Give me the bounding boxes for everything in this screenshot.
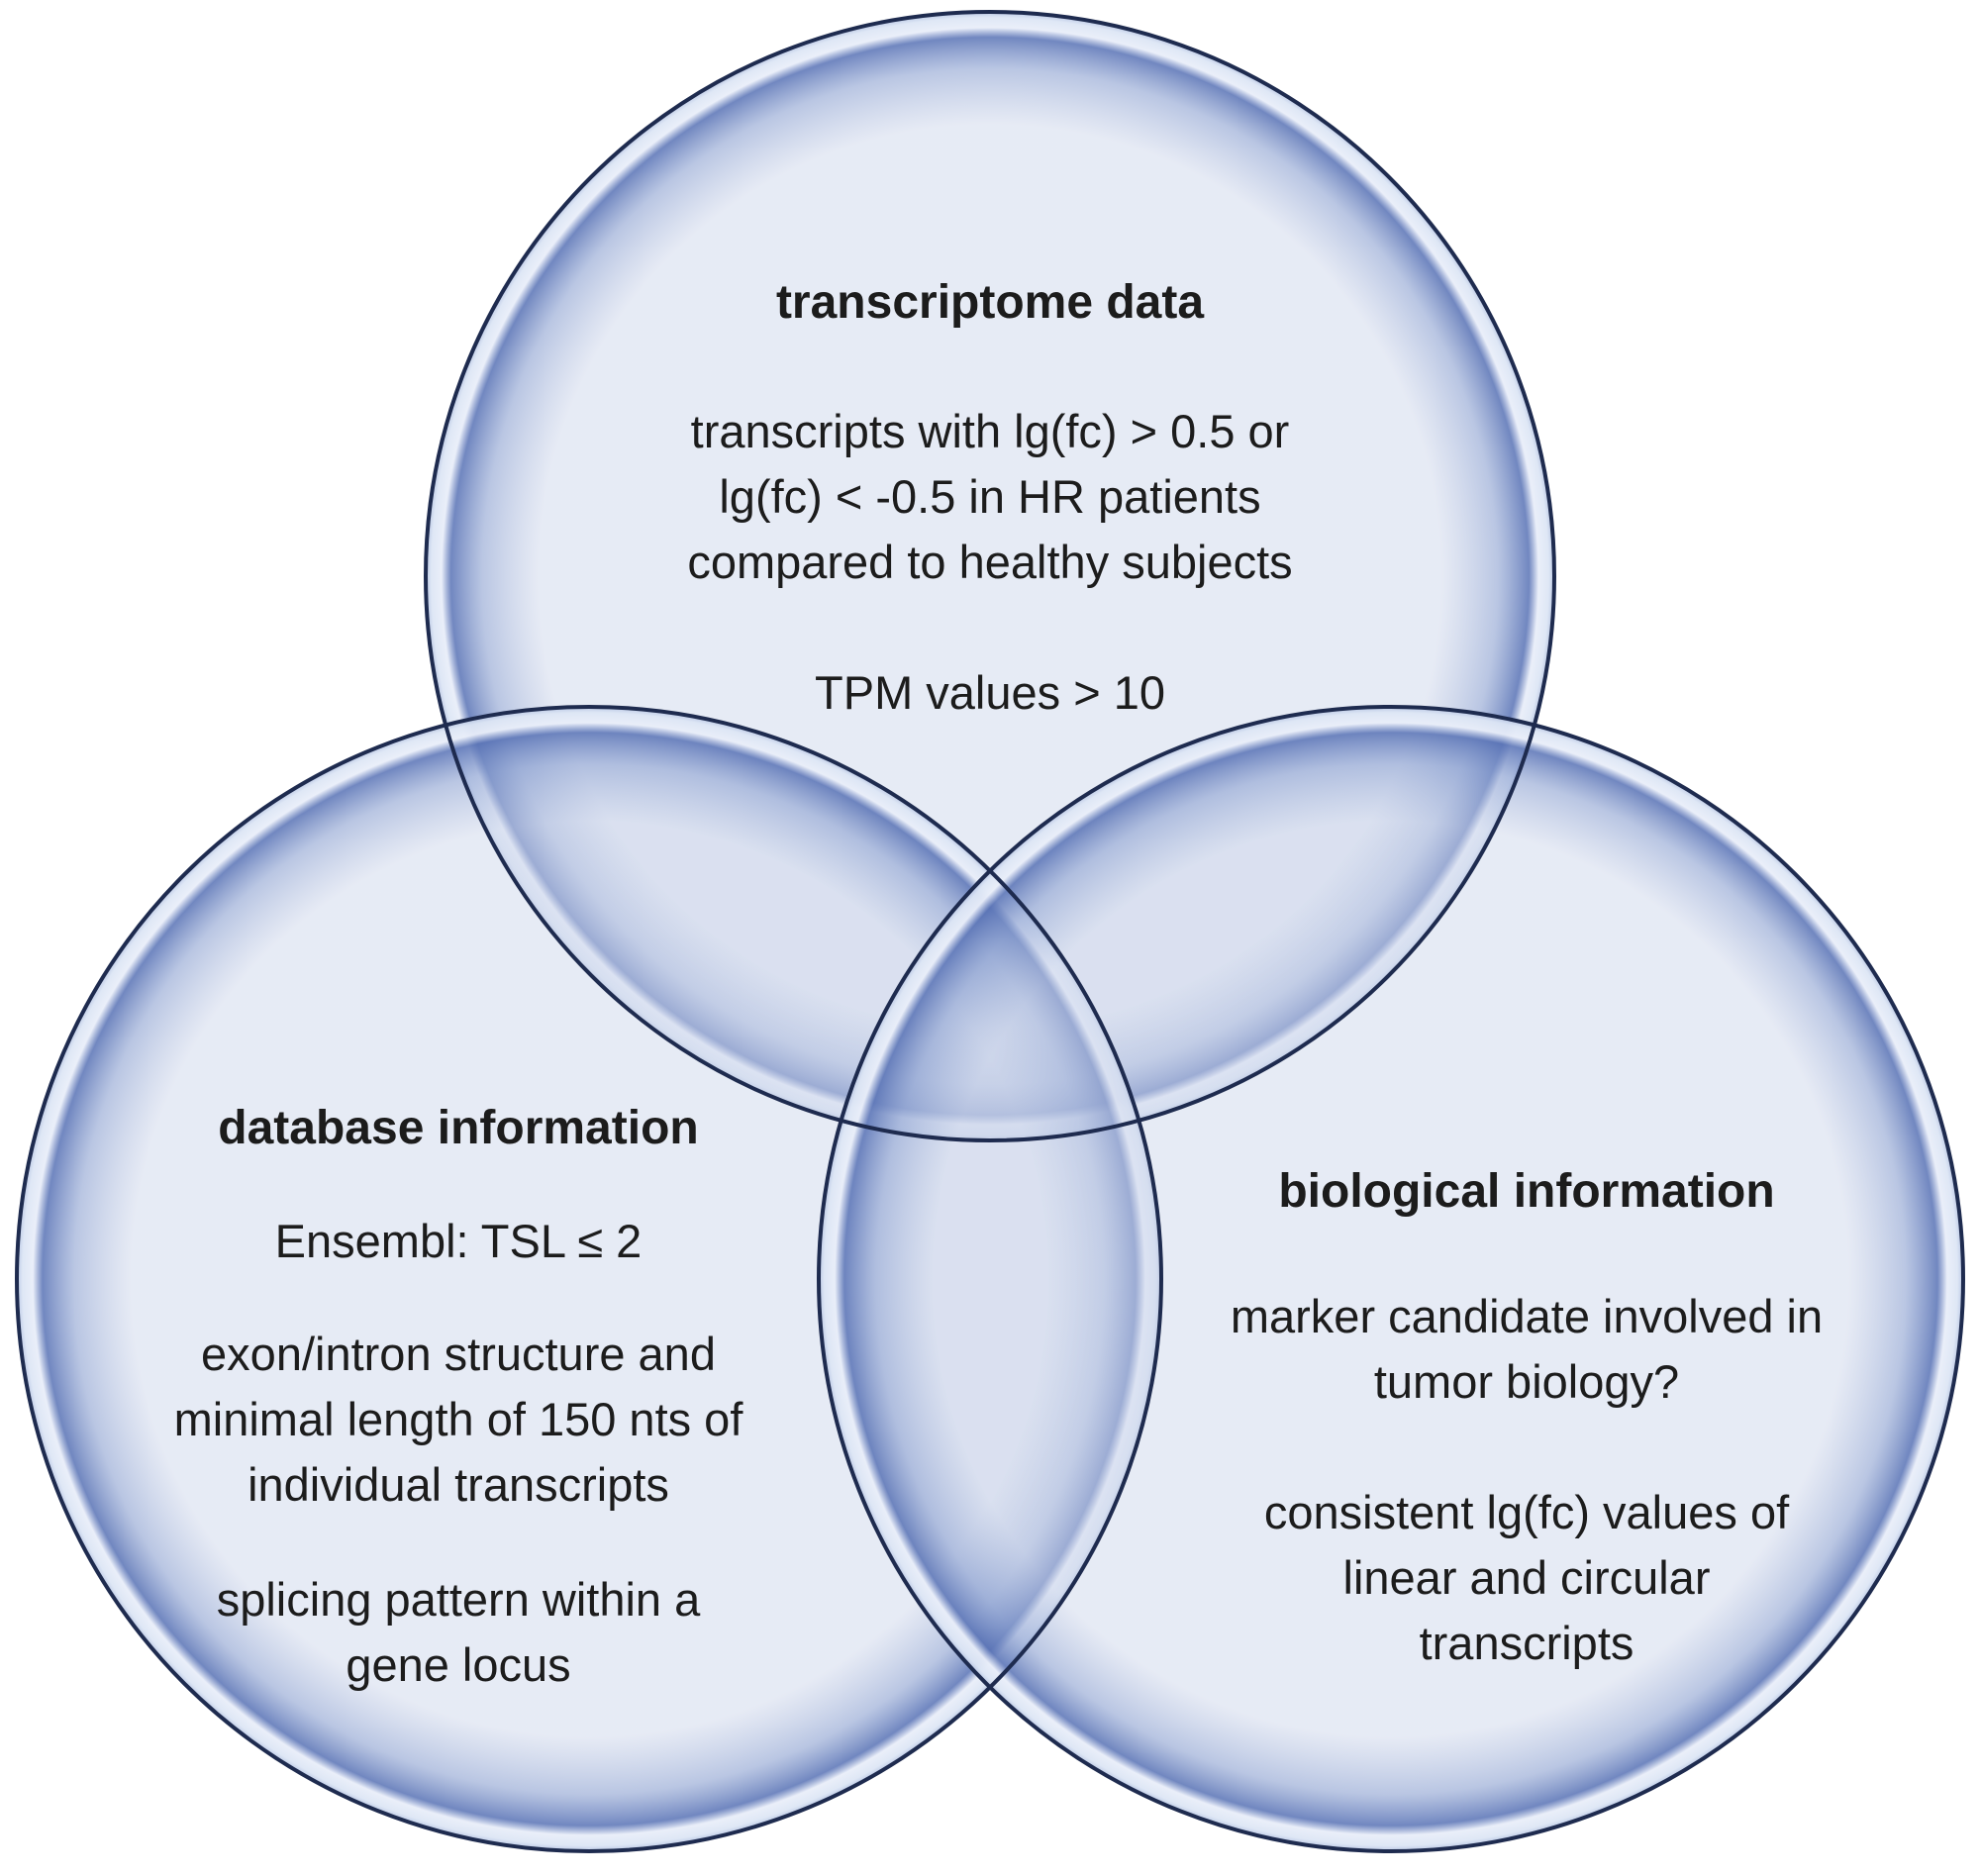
biological-title: biological information [1278,1165,1775,1218]
transcriptome-criteria-line: compared to healthy subjects [687,536,1293,588]
database-title: database information [218,1102,699,1154]
transcriptome-criteria-line: lg(fc) < -0.5 in HR patients [719,470,1261,523]
circle-database-fill [17,707,1161,1851]
database-structure-line: exon/intron structure and [201,1328,716,1380]
transcriptome-tpm-line: TPM values > 10 [815,666,1165,719]
biological-consistency-line: transcripts [1419,1617,1634,1669]
biological-marker-criterion: marker candidate involved in tumor biolo… [1231,1284,1823,1415]
database-splicing-line: splicing pattern within a [216,1573,701,1626]
database-splicing-criterion: splicing pattern within a gene locus [217,1567,701,1698]
biological-marker-line: tumor biology? [1373,1355,1680,1408]
biological-consistency-line: consistent lg(fc) values of [1263,1486,1790,1538]
database-structure-criterion: exon/intron structure and minimal length… [174,1322,743,1518]
biological-consistency-criterion: consistent lg(fc) values of linear and c… [1264,1480,1789,1676]
database-ensembl-line: Ensembl: TSL ≤ 2 [274,1215,643,1267]
biological-consistency-line: linear and circular [1342,1551,1711,1604]
circle-database-outline [15,705,1163,1853]
circle-transcriptome-outline [424,10,1556,1142]
circle-biological-fill [819,707,1963,1851]
transcriptome-criteria: transcripts with lg(fc) > 0.5 or lg(fc) … [687,399,1292,595]
circle-outlines [15,10,1965,1853]
database-splicing-line: gene locus [346,1638,571,1691]
circle-biological-outline [817,705,1965,1853]
transcriptome-title: transcriptome data [775,276,1205,329]
database-structure-line: individual transcripts [248,1458,669,1511]
database-structure-line: minimal length of 150 nts of [173,1393,743,1445]
database-ensembl-criterion: Ensembl: TSL ≤ 2 [275,1209,643,1274]
transcriptome-criteria-line: transcripts with lg(fc) > 0.5 or [690,405,1290,457]
transcriptome-tpm-criterion: TPM values > 10 [815,660,1165,726]
biological-marker-line: marker candidate involved in [1230,1290,1824,1342]
